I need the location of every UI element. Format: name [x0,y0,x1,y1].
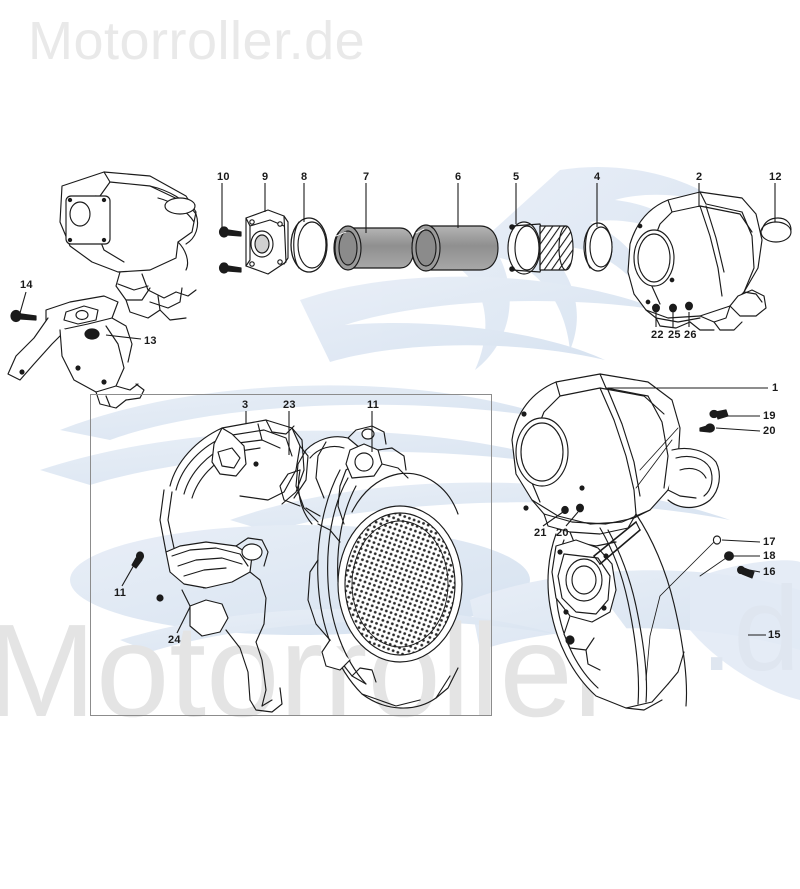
watermark-top-text: Motorroller.de [28,11,366,71]
leader-line-16 [743,568,761,573]
part-5-clamp-and-filter [507,221,574,275]
part-10-bolts [218,226,242,274]
inset-frame [90,394,492,716]
callout-23: 23 [283,399,296,411]
part-13-mounting-bracket [7,295,145,409]
callout-21: 21 [534,527,547,539]
callout-20b: 20 [556,527,569,539]
callout-6: 6 [455,171,462,183]
callout-11b: 11 [114,587,127,599]
part-8-o-ring-large [290,217,328,273]
leader-line-17 [721,539,761,543]
callout-20: 20 [763,425,776,437]
part-2-airbox-housing-right [627,191,767,331]
part-14-bracket-bolt [10,309,37,323]
callout-7: 7 [363,171,370,183]
part-4-o-ring-small [583,222,613,272]
callout-22: 22 [651,329,664,341]
callout-1: 1 [772,382,779,394]
leader-line-13 [105,334,142,340]
callout-8: 8 [301,171,308,183]
callout-18: 18 [763,550,776,562]
watermark-bottom-text: Motorroller [0,597,617,744]
callout-10: 10 [217,171,230,183]
callout-26: 26 [684,329,697,341]
part-6-intake-tube-long [411,224,499,272]
callout-5: 5 [513,171,520,183]
callout-19: 19 [763,410,776,422]
leader-line-24 [176,606,191,634]
callout-12: 12 [769,171,782,183]
callout-17: 17 [763,536,776,548]
callout-25: 25 [668,329,681,341]
part-9-flange-plate [245,209,289,275]
part-airbox-upper-left [59,171,199,321]
leader-line-11b [121,557,139,587]
part-24-fan-shroud [279,425,463,709]
part-15-fan-cover-lower [547,513,755,711]
callout-16: 16 [763,566,776,578]
callout-4: 4 [594,171,601,183]
callout-15: 15 [768,629,781,641]
part-1-airbox-assembly [511,373,729,547]
callout-11: 11 [367,399,380,411]
callout-3: 3 [242,399,249,411]
leader-line-20 [715,427,761,432]
callout-2: 2 [696,171,703,183]
leader-line-21 [542,511,564,527]
leader-line-20b [565,511,579,527]
part-23-cooling-duct-cover [156,419,309,713]
callout-13: 13 [144,335,157,347]
callout-9: 9 [262,171,269,183]
callout-24: 24 [168,634,181,646]
watermark-bottom-right-text: .de [700,562,800,696]
part-12-cap-grommet [760,217,792,243]
callout-14: 14 [20,279,33,291]
leader-line-14 [19,291,27,314]
part-7-intake-tube-short [333,225,415,271]
